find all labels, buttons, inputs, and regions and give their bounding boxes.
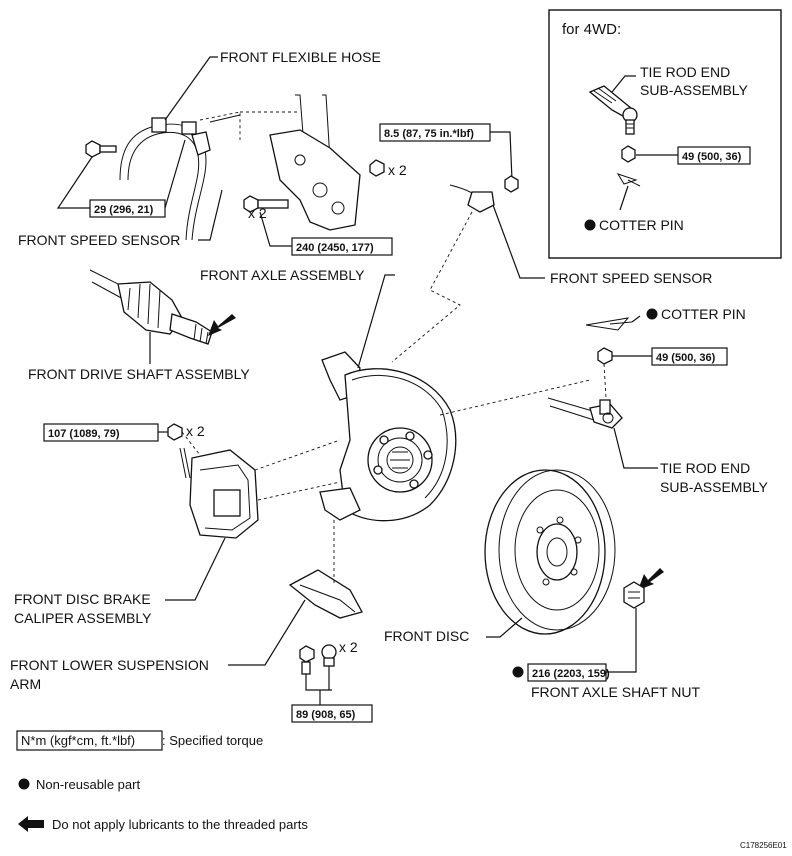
label-caliper-line1: FRONT DISC BRAKE bbox=[14, 591, 151, 607]
arm-bolts-drawing bbox=[299, 644, 337, 675]
hose-leader bbox=[164, 56, 218, 121]
multiplier-bracket: x 2 bbox=[248, 205, 267, 221]
label-cotter-pin: COTTER PIN bbox=[661, 306, 746, 322]
legend-non-reusable: Non-reusable part bbox=[36, 777, 140, 792]
torque-box-arm bbox=[291, 704, 373, 723]
sensor-bolt-leader bbox=[56, 156, 93, 209]
cotter-pin-drawing bbox=[585, 317, 633, 331]
filled-circle-icon bbox=[18, 778, 30, 790]
multiplier-nut: x 2 bbox=[388, 162, 407, 178]
torque-axle-nut: 216 (2203, 159) bbox=[532, 668, 610, 680]
inset-castle-nut bbox=[621, 145, 636, 163]
strut-bracket-drawing bbox=[269, 94, 361, 231]
label-tie-rod-line2: SUB-ASSEMBLY bbox=[660, 479, 769, 495]
front-axle-assembly-drawing bbox=[319, 351, 457, 522]
front-disc-drawing bbox=[484, 469, 616, 635]
tie-rod-leader bbox=[613, 427, 658, 469]
non-reusable-icon-axle-nut bbox=[512, 666, 524, 678]
torque-box-sensor-bolt bbox=[89, 199, 166, 218]
legend-torque-box bbox=[16, 730, 163, 751]
torque-tie-rod-nut: 49 (500, 36) bbox=[656, 352, 716, 364]
non-reusable-icon-cotter bbox=[646, 308, 658, 320]
inset-tie-rod-leader bbox=[611, 75, 636, 93]
speed-sensor-right-leader bbox=[492, 204, 545, 279]
label-lower-arm-line2: ARM bbox=[10, 676, 41, 692]
torque-arm-bolt: 89 (908, 65) bbox=[296, 709, 356, 721]
speed-sensor-left-leader bbox=[198, 189, 223, 241]
arm-bolt-leader bbox=[305, 666, 332, 705]
torque-bracket-bolt: 240 (2450, 177) bbox=[296, 242, 374, 254]
label-caliper-line2: CALIPER ASSEMBLY bbox=[14, 610, 152, 626]
inset-title: for 4WD: bbox=[562, 21, 621, 38]
label-front-axle-assembly: FRONT AXLE ASSEMBLY bbox=[200, 267, 365, 283]
front-disc-leader bbox=[486, 617, 523, 638]
label-front-disc: FRONT DISC bbox=[384, 628, 469, 644]
torque-box-axle-nut bbox=[527, 663, 607, 682]
inset-non-reusable-icon bbox=[584, 219, 596, 231]
no-lubricant-arrow-nut-icon bbox=[638, 568, 664, 590]
inset-torque-box bbox=[677, 146, 751, 165]
bracket-bolt-leader bbox=[259, 211, 292, 247]
inset-tie-rod-drawing bbox=[588, 85, 638, 135]
drive-shaft-drawing bbox=[89, 269, 213, 345]
inset-tie-rod-label-2: SUB-ASSEMBLY bbox=[640, 82, 749, 98]
multiplier-arm: x 2 bbox=[339, 639, 358, 655]
label-front-drive-shaft: FRONT DRIVE SHAFT ASSEMBLY bbox=[28, 366, 250, 382]
label-front-flexible-hose: FRONT FLEXIBLE HOSE bbox=[220, 49, 381, 65]
torque-box-tie-rod bbox=[651, 347, 728, 366]
caliper-drawing bbox=[179, 447, 259, 539]
multiplier-caliper: x 2 bbox=[186, 423, 205, 439]
inset-cotter-pin-drawing bbox=[616, 173, 641, 187]
legend-no-lubricant: Do not apply lubricants to the threaded … bbox=[52, 817, 308, 832]
axle-assembly-leader bbox=[357, 274, 395, 369]
torque-caliper-bolt: 107 (1089, 79) bbox=[48, 428, 120, 440]
legend-torque-units: N*m (kgf*cm, ft.*lbf) bbox=[21, 733, 135, 748]
axle-nut-leader bbox=[606, 608, 637, 673]
caliper-leader bbox=[165, 537, 226, 601]
lower-arm-drawing bbox=[288, 569, 363, 619]
inset-cotter-pin-label: COTTER PIN bbox=[599, 217, 684, 233]
sensor-bolt-drawing bbox=[85, 140, 117, 158]
torque-sensor-right: 8.5 (87, 75 in.*lbf) bbox=[384, 128, 474, 140]
label-tie-rod-line1: TIE ROD END bbox=[660, 460, 750, 476]
axle-nut-drawing bbox=[623, 581, 645, 609]
bracket-bolt-drawing bbox=[243, 195, 289, 213]
label-lower-arm-line1: FRONT LOWER SUSPENSION bbox=[10, 657, 209, 673]
flexible-hose-drawing bbox=[119, 114, 241, 241]
tie-rod-end-drawing bbox=[547, 397, 623, 429]
caliper-bolt-drawing bbox=[167, 423, 183, 441]
left-arrow-icon bbox=[18, 816, 44, 832]
no-lubricant-arrow-driveshaft-icon bbox=[208, 314, 236, 336]
nut-x2-drawing bbox=[369, 159, 385, 177]
label-front-speed-sensor-left: FRONT SPEED SENSOR bbox=[18, 232, 180, 248]
lower-arm-leader bbox=[228, 599, 306, 666]
label-front-speed-sensor-right: FRONT SPEED SENSOR bbox=[550, 270, 712, 286]
figure-id: C178256E01 bbox=[740, 841, 787, 850]
speed-sensor-right-drawing bbox=[449, 175, 519, 213]
torque-box-bracket bbox=[291, 237, 393, 256]
torque-sensor-bolt: 29 (296, 21) bbox=[94, 204, 154, 216]
inset-torque: 49 (500, 36) bbox=[682, 151, 742, 163]
inset-tie-rod-label-1: TIE ROD END bbox=[640, 64, 730, 80]
label-axle-nut: FRONT AXLE SHAFT NUT bbox=[531, 684, 701, 700]
inset-frame bbox=[548, 9, 782, 259]
tie-rod-nut-drawing bbox=[597, 347, 613, 365]
legend-torque-text: : Specified torque bbox=[162, 733, 263, 748]
